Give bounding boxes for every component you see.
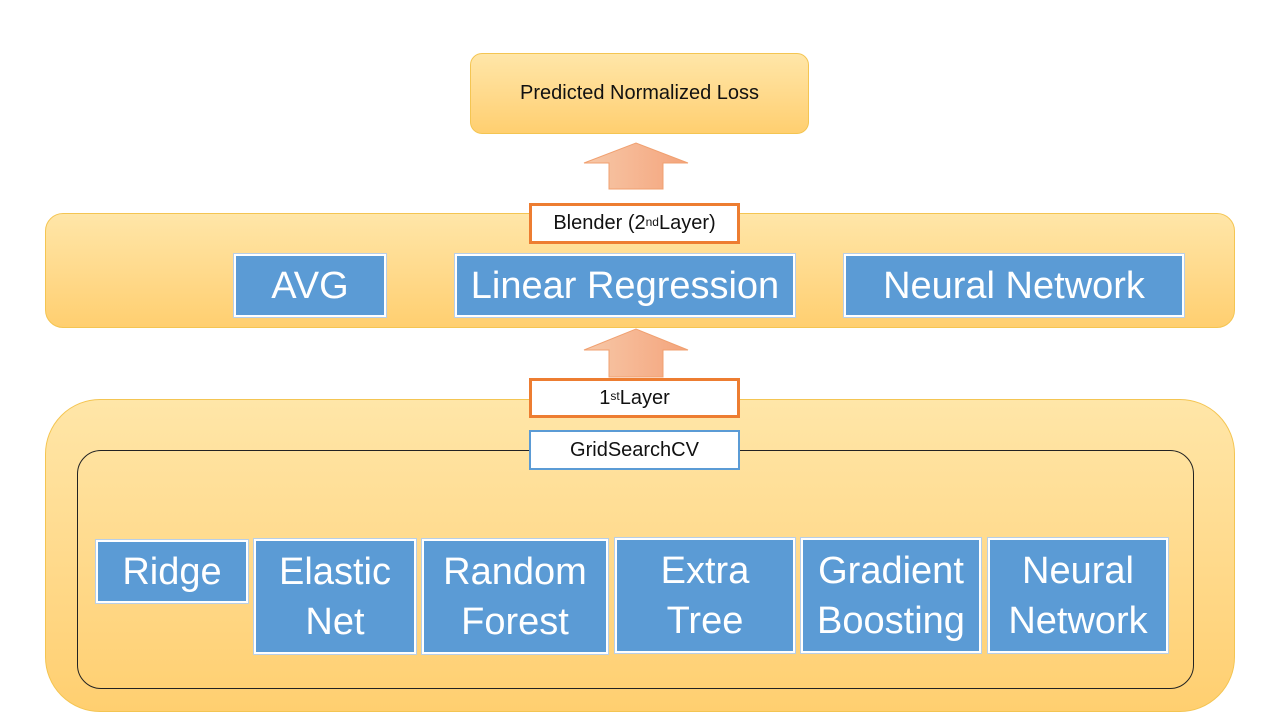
model-label-line1: Extra [660, 549, 750, 592]
model-label-line1: Random [443, 550, 587, 593]
base-model-gradient-boosting: Gradient Boosting [801, 538, 981, 653]
blender-model-neural-network: Neural Network [844, 254, 1184, 317]
base-model-random-forest: Random Forest [422, 539, 608, 654]
model-label-line2: Network [1008, 599, 1148, 642]
base-model-extra-tree: Extra Tree [615, 538, 795, 653]
gridsearchcv-label: GridSearchCV [529, 430, 740, 470]
model-label-line1: Gradient [818, 549, 964, 592]
blender-model-avg: AVG [234, 254, 386, 317]
model-label-line1: Neural [1022, 549, 1134, 592]
arrow-up-icon [583, 328, 689, 378]
first-layer-label-sup: st [610, 389, 620, 403]
blender-model-linear-regression: Linear Regression [455, 254, 795, 317]
model-label-line1: Elastic [279, 550, 391, 593]
base-model-elastic-net: Elastic Net [254, 539, 416, 654]
first-layer-label-prefix: 1 [599, 386, 611, 409]
blender-label-prefix: Blender (2 [553, 212, 646, 234]
model-label-line2: Net [305, 600, 365, 643]
model-label: Ridge [122, 550, 222, 593]
blender-label-sup: nd [645, 214, 659, 229]
output-label: Predicted Normalized Loss [520, 82, 759, 104]
base-model-neural-network: Neural Network [988, 538, 1168, 653]
model-label-line2: Tree [666, 599, 744, 642]
first-layer-label-suffix: Layer [619, 386, 670, 409]
gridsearchcv-text: GridSearchCV [570, 438, 699, 461]
model-label: Neural Network [883, 264, 1145, 307]
predicted-normalized-loss-box: Predicted Normalized Loss [470, 53, 809, 134]
arrow-up-icon [583, 142, 689, 190]
model-label: AVG [271, 264, 349, 307]
model-label-line2: Forest [461, 600, 569, 643]
model-label-line2: Boosting [817, 599, 965, 642]
base-model-ridge: Ridge [96, 540, 248, 603]
blender-label-suffix: Layer) [658, 212, 716, 234]
model-label: Linear Regression [470, 264, 780, 307]
